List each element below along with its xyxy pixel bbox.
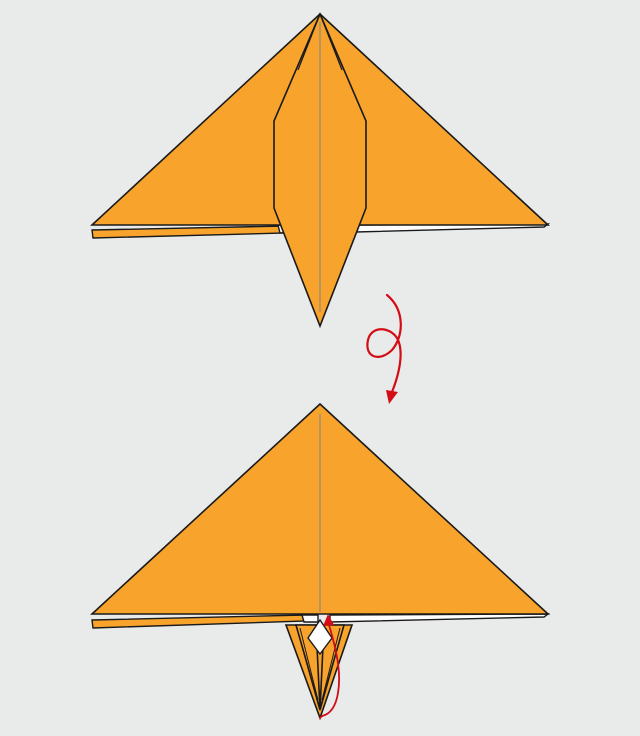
fold-up-arrow-tail: [319, 715, 323, 719]
white-flap-edge-left-2: [301, 614, 319, 623]
back-layer-left-2: [91, 614, 307, 629]
origami-step-after-icon: [89, 402, 551, 721]
fold-up-arrow-head: [323, 614, 334, 626]
white-flap-edge-right-2: [329, 613, 551, 623]
turn-over-arrow-icon: [366, 293, 402, 404]
lower-point-crease-right: [321, 627, 341, 701]
origami-step-before-icon: [89, 11, 551, 329]
flap-edge-right: [319, 13, 343, 71]
turn-over-arrow-curve: [366, 293, 402, 394]
lower-point-crease-left: [299, 627, 319, 701]
white-diamond: [307, 618, 333, 656]
back-layer-left: [91, 225, 286, 239]
fold-up-arrow-curve: [321, 621, 340, 717]
flap-edge-left: [297, 13, 321, 71]
turn-over-arrow-head: [386, 390, 398, 404]
